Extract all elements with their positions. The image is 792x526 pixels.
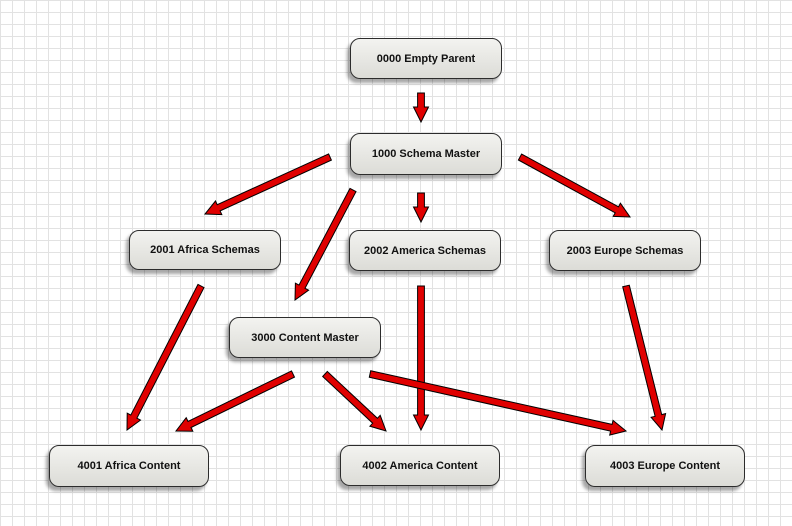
- arrow-1000-to-2003: [517, 153, 631, 218]
- arrow-2003-to-4003: [622, 284, 667, 432]
- node-1000-schema-master[interactable]: 1000 Schema Master: [350, 133, 502, 175]
- node-4002-america-content[interactable]: 4002 America Content: [340, 445, 500, 486]
- arrow-2001-to-4001: [126, 283, 205, 431]
- arrow-3000-to-4003: [368, 370, 628, 436]
- arrow-0000-to-1000: [412, 92, 430, 124]
- node-3000-content-master[interactable]: 3000 Content Master: [229, 317, 381, 358]
- node-0000-empty-parent[interactable]: 0000 Empty Parent: [350, 38, 502, 79]
- node-4003-europe-content[interactable]: 4003 Europe Content: [585, 445, 745, 487]
- arrow-1000-to-2001: [203, 153, 333, 216]
- arrow-2002-to-4002: [412, 285, 430, 432]
- node-2001-africa-schemas[interactable]: 2001 Africa Schemas: [129, 230, 281, 270]
- node-2002-america-schemas[interactable]: 2002 America Schemas: [349, 230, 501, 271]
- node-2003-europe-schemas[interactable]: 2003 Europe Schemas: [549, 230, 701, 271]
- arrow-1000-to-3000: [294, 187, 357, 301]
- node-4001-africa-content[interactable]: 4001 Africa Content: [49, 445, 209, 487]
- arrow-3000-to-4001: [174, 370, 296, 432]
- arrow-3000-to-4002: [321, 370, 387, 432]
- arrow-1000-to-2002: [412, 192, 430, 224]
